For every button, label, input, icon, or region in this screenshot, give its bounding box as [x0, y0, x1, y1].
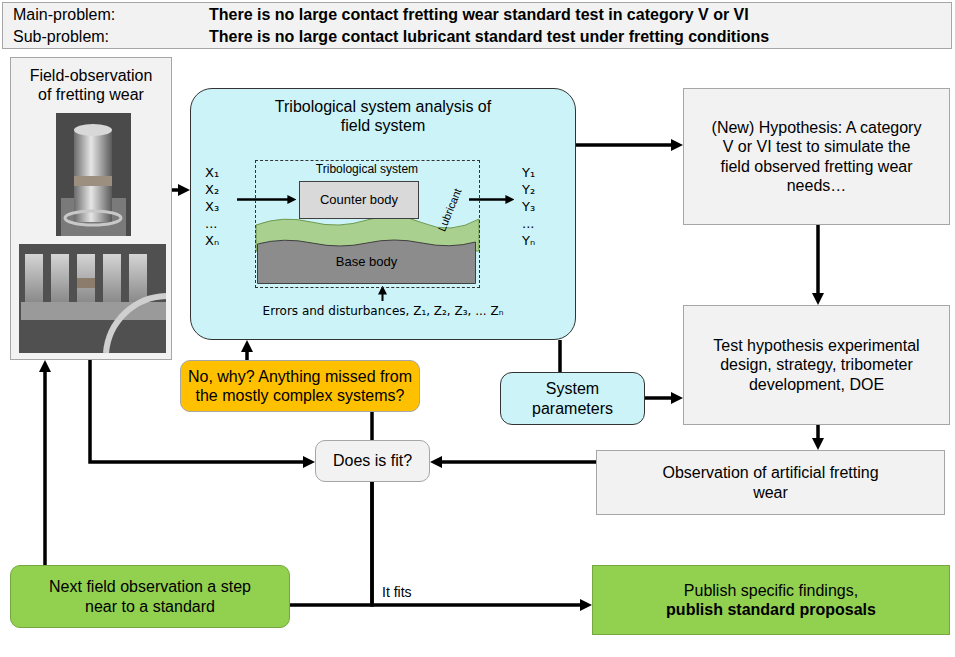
- next-step-box: Next field observation a step near to a …: [10, 565, 290, 628]
- parameter-box: System parameters: [500, 372, 645, 425]
- node-text: Base body: [336, 254, 397, 270]
- system-boundary: Tribological systemCounter bodyBase body: [255, 160, 480, 288]
- gear-tooth: [103, 254, 121, 302]
- node-text: (New) Hypothesis: A category V or VI tes…: [709, 118, 924, 195]
- problem-band: Main-problem:There is no large contact f…: [2, 2, 952, 49]
- counter-body: Counter body: [299, 181, 419, 219]
- publish-box: Publish specific findings,publish standa…: [592, 565, 950, 635]
- flow-arrow: [816, 225, 820, 297]
- gear-rim: [21, 302, 166, 320]
- node-text: Tribological system: [316, 162, 418, 176]
- gear-tooth: [129, 254, 147, 302]
- output-arrow: [469, 198, 509, 201]
- analysis-panel: Tribological system analysis of field sy…: [190, 88, 576, 340]
- node-text: There is no large contact fretting wear …: [209, 5, 941, 24]
- photo-ground: [56, 113, 131, 236]
- node-text: Observation of artificial fretting wear: [661, 463, 881, 501]
- wear-mark: [74, 176, 112, 186]
- node-text: Test hypothesis experimental design, str…: [699, 336, 934, 394]
- process-box: Test hypothesis experimental design, str…: [683, 305, 950, 425]
- node-text: There is no large contact lubricant stan…: [209, 27, 941, 46]
- base-body-outline: [258, 240, 476, 284]
- node-text: Tribological system analysis of field sy…: [258, 97, 508, 135]
- photo-ground: [19, 244, 166, 353]
- gear-arc: [106, 296, 166, 353]
- node-text: Field-observation of fretting wear: [21, 66, 161, 104]
- flow-arrow: [576, 143, 675, 147]
- node-text: System parameters: [510, 379, 635, 417]
- flow-arrow: [43, 368, 47, 565]
- ring-shape: [65, 211, 121, 225]
- process-box: Observation of artificial fretting wear: [596, 450, 945, 515]
- gear-photo: [19, 244, 166, 353]
- gear-tooth: [51, 254, 69, 302]
- node-text: Does is fit?: [333, 451, 412, 470]
- observation-box: Field-observation of fretting wear: [10, 57, 172, 360]
- flow-arrow: [172, 188, 182, 192]
- node-text: Main-problem:: [13, 5, 209, 24]
- flow-arrow: [558, 340, 562, 372]
- node-text: Sub-problem:: [13, 27, 209, 46]
- pin-end: [74, 124, 112, 136]
- question-box: No, why? Anything missed from the mostly…: [180, 360, 420, 412]
- node-text: No, why? Anything missed from the mostly…: [187, 367, 413, 405]
- wear-mark: [77, 278, 95, 288]
- pin-shape: [74, 130, 112, 222]
- node-text: Next field observation a step near to a …: [43, 577, 258, 615]
- flow-arrow: [816, 425, 820, 442]
- node-text: Counter body: [320, 192, 398, 208]
- gear-tooth: [25, 254, 43, 302]
- pin-photo: [56, 113, 131, 236]
- flow-arrow: [245, 348, 249, 360]
- gear-tooth: [77, 254, 95, 302]
- node-text: Publish specific findings,: [684, 581, 858, 600]
- flow-arrow: [370, 412, 374, 440]
- hypothesis-box: (New) Hypothesis: A category V or VI tes…: [683, 88, 950, 225]
- flow-arrow: [645, 396, 675, 400]
- edge-label: It fits: [380, 584, 414, 601]
- flow-arrow: [372, 482, 584, 605]
- disturbance-arrow: [382, 291, 384, 301]
- node-text: publish standard proposals: [666, 600, 876, 619]
- decision-box: Does is fit?: [315, 440, 430, 482]
- base-body: Base body: [257, 237, 476, 284]
- photo-illustration: [11, 58, 173, 361]
- input-arrow: [237, 198, 291, 201]
- flow-arrow: [438, 460, 596, 464]
- flow-arrow: [290, 482, 372, 605]
